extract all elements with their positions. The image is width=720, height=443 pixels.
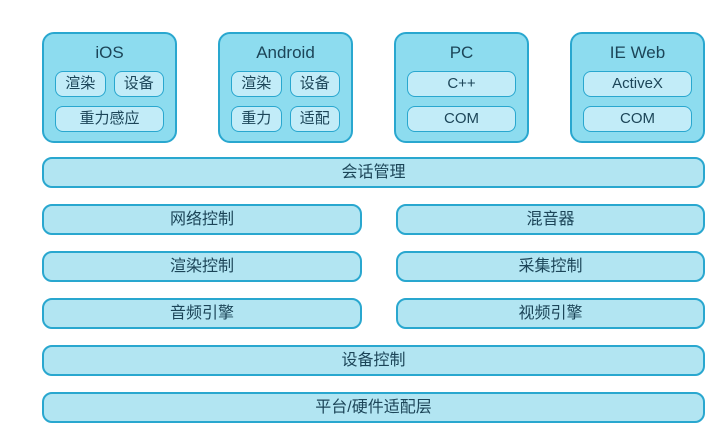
chip-row: 渲染 设备 [231,71,340,97]
layer-row-device: 设备控制 [42,345,705,376]
platform-box-ie-web: IE Web ActiveX COM [570,32,705,143]
layer-device-control: 设备控制 [42,345,705,376]
chip-row: COM [407,106,516,132]
chip-row: 重力 适配 [231,106,340,132]
layer-row-engines: 音频引擎 视频引擎 [42,298,705,329]
chip-row: 重力感应 [55,106,164,132]
layer-network-control: 网络控制 [42,204,362,235]
platform-row: iOS 渲染 设备 重力感应 Android 渲染 设备 重力 适配 [42,32,705,143]
layer-audio-engine: 音频引擎 [42,298,362,329]
chip-render: 渲染 [231,71,282,97]
chip-row: COM [583,106,692,132]
chip-adaptation: 适配 [289,106,340,132]
layer-row-platform: 平台/硬件适配层 [42,392,705,423]
chip-device: 设备 [113,71,164,97]
layer-row-network-mixer: 网络控制 混音器 [42,204,705,235]
layer-platform-hardware-adaptation: 平台/硬件适配层 [42,392,705,423]
chip-render: 渲染 [55,71,106,97]
layer-row-render-capture: 渲染控制 采集控制 [42,251,705,282]
platform-title-ie-web: IE Web [609,43,666,62]
chip-row: 渲染 设备 [55,71,164,97]
layer-row-session: 会话管理 [42,157,705,188]
chip-gravity-sensing: 重力感应 [55,106,164,132]
chip-activex: ActiveX [583,71,692,97]
platform-title-pc: PC [449,43,474,62]
platform-box-pc: PC C++ COM [394,32,529,143]
chip-com: COM [583,106,692,132]
platform-title-ios: iOS [95,43,124,62]
diagram-content: iOS 渲染 设备 重力感应 Android 渲染 设备 重力 适配 [42,32,705,439]
chip-row: ActiveX [583,71,692,97]
layer-video-engine: 视频引擎 [396,298,705,329]
chip-row: C++ [407,71,516,97]
platform-box-ios: iOS 渲染 设备 重力感应 [42,32,177,143]
chip-com: COM [407,106,516,132]
platform-box-android: Android 渲染 设备 重力 适配 [218,32,353,143]
chip-device: 设备 [289,71,340,97]
platform-title-android: Android [256,43,315,62]
chip-cpp: C++ [407,71,516,97]
layer-render-control: 渲染控制 [42,251,362,282]
layer-session-management: 会话管理 [42,157,705,188]
layer-capture-control: 采集控制 [396,251,705,282]
layer-mixer: 混音器 [396,204,705,235]
chip-gravity: 重力 [231,106,282,132]
